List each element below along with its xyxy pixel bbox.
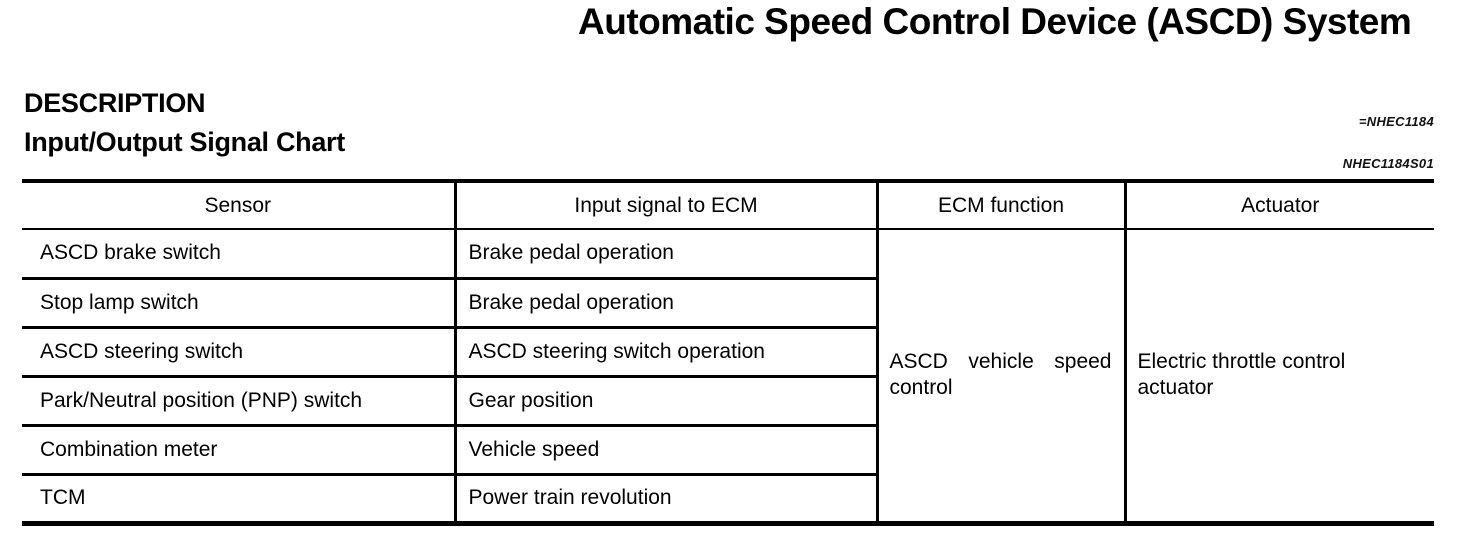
actuator-cell: Electric throttle control actuator — [1137, 350, 1346, 400]
sensor-cell: ASCD brake switch — [22, 229, 457, 280]
ecm-function-cell: ASCD vehicle speed control — [877, 229, 1127, 523]
left-headings: DESCRIPTION Input/Output Signal Chart — [24, 88, 345, 158]
input-signal-cell: Brake pedal operation — [455, 229, 879, 280]
input-signal-cell: Brake pedal operation — [455, 278, 879, 329]
sensor-cell: Combination meter — [22, 425, 457, 476]
io-signal-table: Sensor Input signal to ECM ECM function … — [22, 179, 1434, 526]
table-row: Combination meter Vehicle speed — [22, 425, 1434, 476]
table-header-row: Sensor Input signal to ECM ECM function … — [22, 181, 1434, 230]
sensor-cell: ASCD steering switch — [22, 327, 457, 378]
ref-code-top: =NHEC1184 — [1358, 114, 1434, 129]
table-row: TCM Power train revolution — [22, 474, 1434, 523]
sensor-cell: Stop lamp switch — [22, 278, 457, 329]
column-header-actuator: Actuator — [1125, 181, 1434, 230]
input-signal-cell: Power train revolution — [455, 474, 879, 523]
page-title: Automatic Speed Control Device (ASCD) Sy… — [578, 1, 1412, 42]
table-row: ASCD brake switch Brake pedal operation … — [22, 229, 1434, 523]
column-header-ecm-function: ECM function — [877, 181, 1127, 230]
section-heading: DESCRIPTION — [24, 88, 206, 118]
table-row: ASCD steering switch ASCD steering switc… — [22, 327, 1434, 378]
column-header-sensor: Sensor — [22, 181, 457, 230]
table-row: Park/Neutral position (PNP) switch Gear … — [22, 376, 1434, 427]
sensor-cell: Park/Neutral position (PNP) switch — [22, 376, 457, 427]
column-header-input-signal: Input signal to ECM — [455, 181, 879, 230]
sensor-cell: TCM — [22, 474, 457, 523]
input-signal-cell: Gear position — [455, 376, 879, 427]
ref-code-bottom: NHEC1184S01 — [1342, 156, 1434, 171]
table-row: Stop lamp switch Brake pedal operation — [22, 278, 1434, 329]
subsection-heading: Input/Output Signal Chart — [24, 127, 345, 157]
input-signal-cell: ASCD steering switch operation — [455, 327, 879, 378]
input-signal-cell: Vehicle speed — [455, 425, 879, 476]
